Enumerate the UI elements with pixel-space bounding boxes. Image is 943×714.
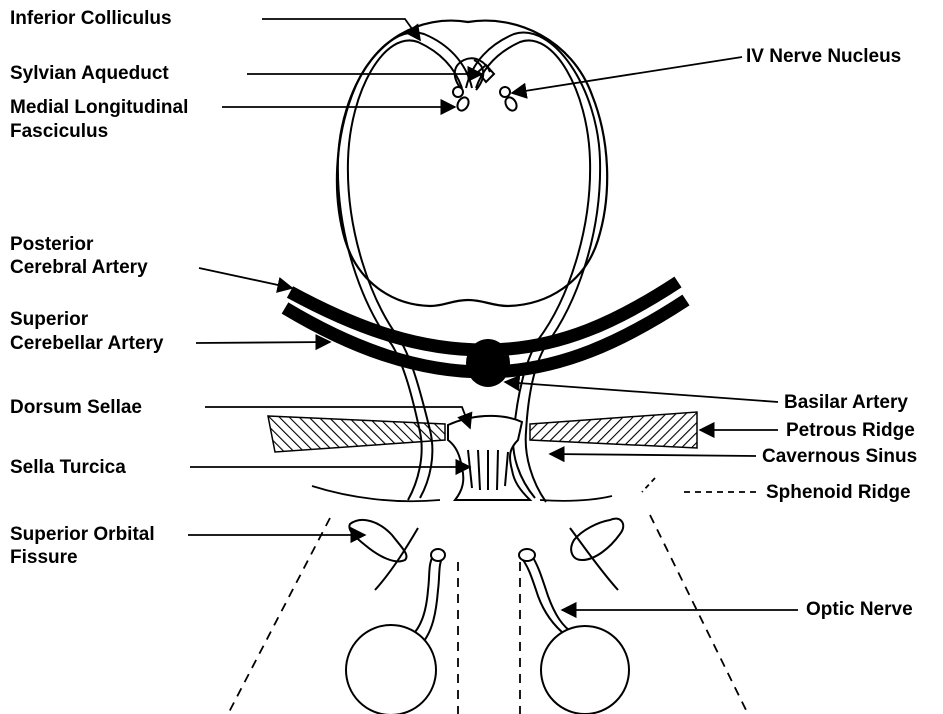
superior-orbital-fissures xyxy=(349,519,623,590)
label-superior-orbital-line1: Superior Orbital xyxy=(10,523,155,546)
label-superior-orbital-line2: Fissure xyxy=(10,546,78,569)
leader-cavernous-sinus xyxy=(550,454,756,456)
label-superior-cerebellar-line1: Superior xyxy=(10,308,88,331)
label-posterior-cerebral-line2: Cerebral Artery xyxy=(10,256,148,279)
label-sylvian-aqueduct: Sylvian Aqueduct xyxy=(10,62,169,85)
label-sphenoid-ridge: Sphenoid Ridge xyxy=(766,481,911,504)
petrous-ridge-right xyxy=(530,412,697,448)
label-dorsum-sellae: Dorsum Sellae xyxy=(10,396,142,419)
leader-lines xyxy=(188,19,798,610)
leader-posterior-cerebral xyxy=(199,268,292,288)
label-sella-turcica: Sella Turcica xyxy=(10,456,126,479)
label-basilar-artery: Basilar Artery xyxy=(784,391,908,414)
label-optic-nerve: Optic Nerve xyxy=(806,598,913,621)
label-superior-cerebellar-line2: Cerebellar Artery xyxy=(10,332,163,355)
midbrain-outline xyxy=(337,21,607,306)
dashed-guide-lines xyxy=(228,515,748,714)
label-cavernous-sinus: Cavernous Sinus xyxy=(762,445,917,468)
leader-iv-nerve xyxy=(512,57,742,93)
basilar-artery-mark xyxy=(466,339,510,387)
label-medial-longitudinal-line1: Medial Longitudinal xyxy=(10,96,188,119)
label-inferior-colliculus: Inferior Colliculus xyxy=(10,7,172,30)
label-posterior-cerebral-line1: Posterior xyxy=(10,233,93,256)
leader-basilar xyxy=(505,382,778,402)
sella-turcica-shape xyxy=(448,416,530,500)
leader-superior-cerebellar xyxy=(196,342,330,343)
label-iv-nerve-nucleus: IV Nerve Nucleus xyxy=(746,45,901,68)
nuclei xyxy=(453,87,519,113)
label-medial-longitudinal-line2: Fasciculus xyxy=(10,120,108,143)
label-petrous-ridge: Petrous Ridge xyxy=(786,419,915,442)
